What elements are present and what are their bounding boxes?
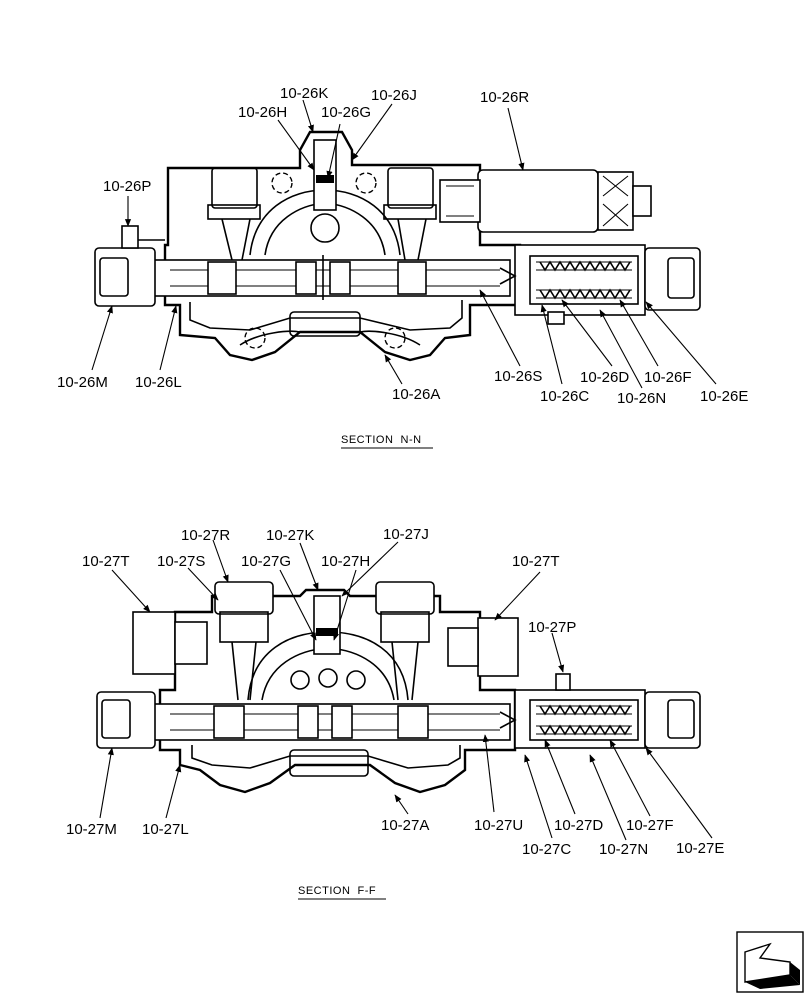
label-10-27k: 10-27K bbox=[266, 527, 314, 544]
label-10-27h: 10-27H bbox=[321, 553, 370, 570]
section-n-n-caption: SECTION N-N bbox=[341, 434, 433, 449]
label-10-26e: 10-26E bbox=[700, 388, 748, 405]
label-10-27e: 10-27E bbox=[676, 840, 724, 857]
label-10-26l: 10-26L bbox=[135, 374, 182, 391]
section-f-f-drawing bbox=[96, 581, 701, 794]
label-10-26h: 10-26H bbox=[238, 104, 287, 121]
label-10-27c: 10-27C bbox=[522, 841, 571, 858]
label-10-27a: 10-27A bbox=[381, 817, 429, 834]
label-10-26f: 10-26F bbox=[644, 369, 692, 386]
section-title: SECTION N-N bbox=[341, 434, 422, 446]
label-10-26s: 10-26S bbox=[494, 368, 542, 385]
label-10-27f: 10-27F bbox=[626, 817, 674, 834]
section-f-f-labels: 10-27R 10-27K 10-27J 10-27T 10-27S 10-27… bbox=[66, 526, 724, 858]
label-10-26k: 10-26K bbox=[280, 85, 328, 102]
label-10-27s: 10-27S bbox=[157, 553, 205, 570]
section-n-n-leaders bbox=[91, 99, 717, 389]
label-10-27l: 10-27L bbox=[142, 821, 189, 838]
label-10-27m: 10-27M bbox=[66, 821, 117, 838]
label-10-26d: 10-26D bbox=[580, 369, 629, 386]
label-10-27t-left: 10-27T bbox=[82, 553, 130, 570]
label-10-26a: 10-26A bbox=[392, 386, 440, 403]
section-f-f-caption: SECTION F-F bbox=[298, 885, 386, 900]
section-f-f-leaders bbox=[99, 539, 713, 841]
section-n-n-drawing bbox=[94, 130, 701, 362]
label-10-27u: 10-27U bbox=[474, 817, 523, 834]
section-title: SECTION F-F bbox=[298, 885, 376, 897]
page-arrow-icon[interactable] bbox=[736, 931, 804, 993]
label-10-26g: 10-26G bbox=[321, 104, 371, 121]
label-10-26j: 10-26J bbox=[371, 87, 417, 104]
label-10-27t-right: 10-27T bbox=[512, 553, 560, 570]
label-10-27n: 10-27N bbox=[599, 841, 648, 858]
label-10-27r: 10-27R bbox=[181, 527, 230, 544]
label-10-26c: 10-26C bbox=[540, 388, 589, 405]
label-10-27d: 10-27D bbox=[554, 817, 603, 834]
label-10-26p: 10-26P bbox=[103, 178, 151, 195]
section-n-n-labels: 10-26K 10-26J 10-26H 10-26G 10-26R 10-26… bbox=[57, 85, 748, 407]
label-10-27j: 10-27J bbox=[383, 526, 429, 543]
label-10-26m: 10-26M bbox=[57, 374, 108, 391]
label-10-27p: 10-27P bbox=[528, 619, 576, 636]
label-10-26n: 10-26N bbox=[617, 390, 666, 407]
label-10-27g: 10-27G bbox=[241, 553, 291, 570]
label-10-26r: 10-26R bbox=[480, 89, 529, 106]
